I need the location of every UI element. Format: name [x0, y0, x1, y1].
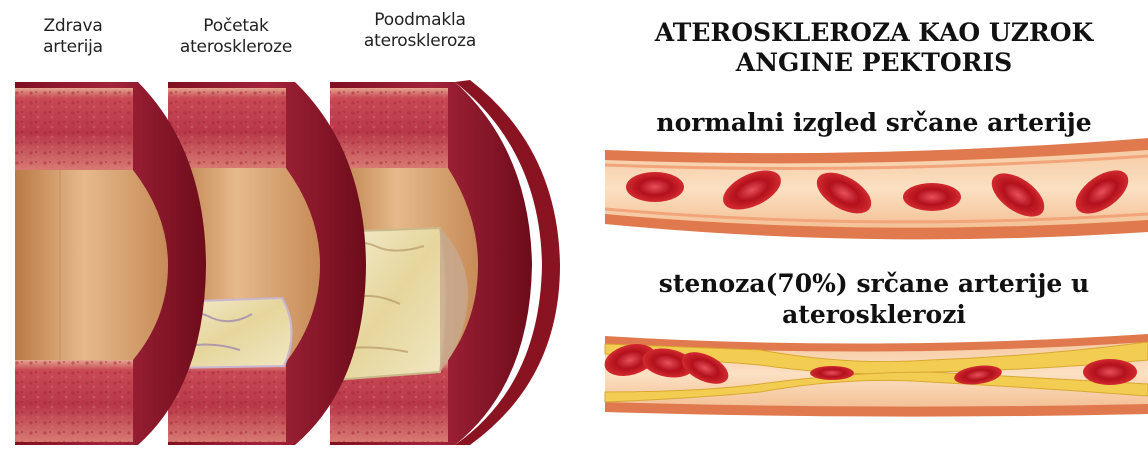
- blood-cell: [626, 172, 684, 202]
- blood-cell: [810, 366, 854, 380]
- main-title-line: ANGINE PEKTORIS: [600, 48, 1148, 78]
- stenosed-artery-vessel: [605, 334, 1148, 417]
- main-title: ATEROSKLEROZA KAO UZROK ANGINE PEKTORIS: [600, 18, 1148, 78]
- normal-artery-vessel: [605, 138, 1148, 239]
- stenosis-caption-line: aterosklerozi: [600, 299, 1148, 330]
- stenosis-caption-line: stenoza(70%) srčane arterije u: [600, 268, 1148, 299]
- stenosis-caption: stenoza(70%) srčane arterije u ateroskle…: [600, 268, 1148, 330]
- blood-cell: [903, 183, 961, 211]
- stage-label-line: ateroskleroza: [340, 31, 500, 52]
- normal-artery-caption: normalni izgled srčane arterije: [600, 108, 1148, 138]
- stage-label-early: Početak ateroskleroze: [166, 16, 306, 58]
- stage-label-line: ateroskleroze: [166, 37, 306, 58]
- stage-label-line: Poodmakla: [340, 10, 500, 31]
- blood-cell: [1083, 359, 1137, 385]
- stage-label-line: Početak: [166, 16, 306, 37]
- stage-label-advanced: Poodmakla ateroskleroza: [340, 10, 500, 52]
- artery-section-healthy: [15, 82, 206, 445]
- stage-label-healthy: Zdrava arterija: [18, 16, 128, 58]
- stage-label-line: arterija: [18, 37, 128, 58]
- stage-label-line: Zdrava: [18, 16, 128, 37]
- main-title-line: ATEROSKLEROZA KAO UZROK: [600, 18, 1148, 48]
